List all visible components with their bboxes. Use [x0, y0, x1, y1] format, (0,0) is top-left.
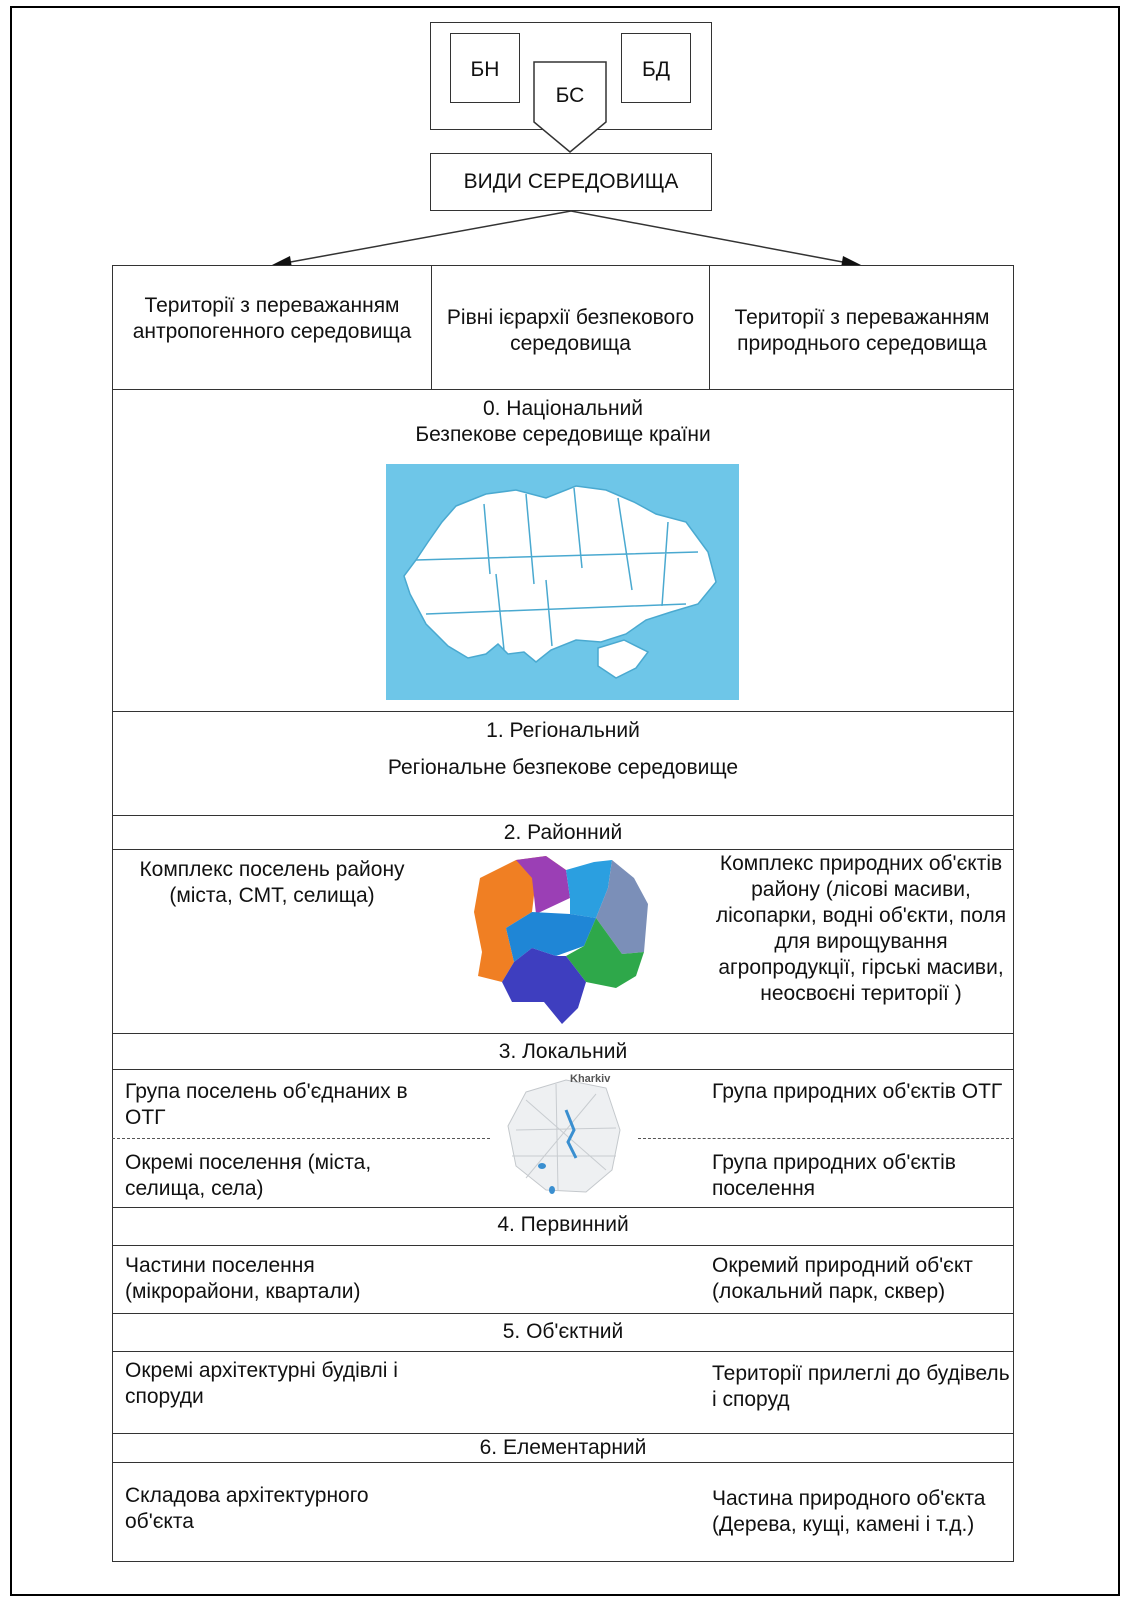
page-frame	[10, 6, 1120, 1596]
row-divider	[112, 1313, 1014, 1314]
row-divider	[112, 1433, 1014, 1434]
bs-label: БС	[555, 84, 585, 107]
bn-box	[450, 33, 520, 103]
row-divider	[112, 1462, 1014, 1463]
ukraine-map-image	[386, 464, 739, 700]
row-divider	[112, 1207, 1014, 1208]
row-divider	[112, 815, 1014, 816]
local-dashed-divider-right	[638, 1138, 1014, 1139]
header-levels: Рівні ієрархії безпекового середовища	[446, 306, 695, 355]
kharkiv-map-label: Kharkiv	[570, 1073, 611, 1085]
level-national-title: 0. Національний	[482, 397, 644, 420]
header-divider-left	[431, 265, 432, 390]
elementary-natural-text: Частина природного об'єкта (Дерева, кущі…	[712, 1487, 986, 1536]
object-buildings-text: Окремі архітектурні будівлі і споруди	[125, 1359, 398, 1408]
row-divider	[112, 1351, 1014, 1352]
local-dashed-divider-left	[112, 1138, 490, 1139]
elementary-architectural-text: Складова архітектурного об'єкта	[125, 1484, 369, 1533]
district-natural-text: Комплекс природних об'єктів району (лісо…	[715, 852, 1007, 1005]
row-divider	[112, 389, 1014, 390]
header-natural: Території з переважанням природнього сер…	[734, 306, 990, 355]
level-primary-title: 4. Первинний	[497, 1213, 629, 1236]
row-divider	[112, 1033, 1014, 1034]
types-title: ВИДИ СЕРЕДОВИЩА	[463, 170, 679, 193]
bn-label: БН	[470, 58, 500, 81]
row-divider	[112, 1245, 1014, 1246]
header-anthropogenic: Території з переважанням антропогенного …	[132, 294, 412, 343]
district-settlements-text: Комплекс поселень району (міста, СМТ, се…	[139, 858, 405, 907]
local-settlements-text: Окремі поселення (міста, селища, села)	[125, 1151, 372, 1200]
primary-settlement-parts-text: Частини поселення (мікрорайони, квартали…	[125, 1254, 361, 1303]
bd-label: БД	[641, 58, 670, 81]
level-local-title: 3. Локальний	[498, 1040, 628, 1063]
level-elementary-title: 6. Елементарний	[479, 1436, 647, 1459]
level-national-subtitle: Безпекове середовище країни	[415, 423, 711, 446]
types-box	[430, 153, 712, 211]
local-otg-natural-text: Група природних об'єктів ОТГ	[712, 1080, 1003, 1103]
branch-arrows	[272, 210, 861, 268]
bs-arrow-shape	[533, 61, 607, 153]
object-adjacent-territories-text: Території прилеглі до будівель і споруд	[712, 1362, 1010, 1411]
kharkiv-city-map-image	[507, 1079, 621, 1194]
header-divider-right	[709, 265, 710, 390]
kharkiv-oblast-map-image	[474, 856, 648, 1024]
level-district-title: 2. Районний	[503, 821, 623, 844]
bd-box	[621, 33, 691, 103]
local-settlement-natural-text: Група природних об'єктів поселення	[712, 1151, 956, 1200]
primary-natural-object-text: Окремий природний об'єкт (локальний парк…	[712, 1254, 973, 1303]
row-divider	[112, 1069, 1014, 1070]
level-regional-title: 1. Регіональний	[486, 719, 640, 742]
row-divider	[112, 711, 1014, 712]
level-object-title: 5. Об'єктний	[502, 1320, 624, 1343]
row-divider	[112, 849, 1014, 850]
level-regional-subtitle: Регіональне безпекове середовище	[387, 756, 739, 779]
local-otg-settlements-text: Група поселень об'єднаних в ОТГ	[125, 1080, 408, 1129]
